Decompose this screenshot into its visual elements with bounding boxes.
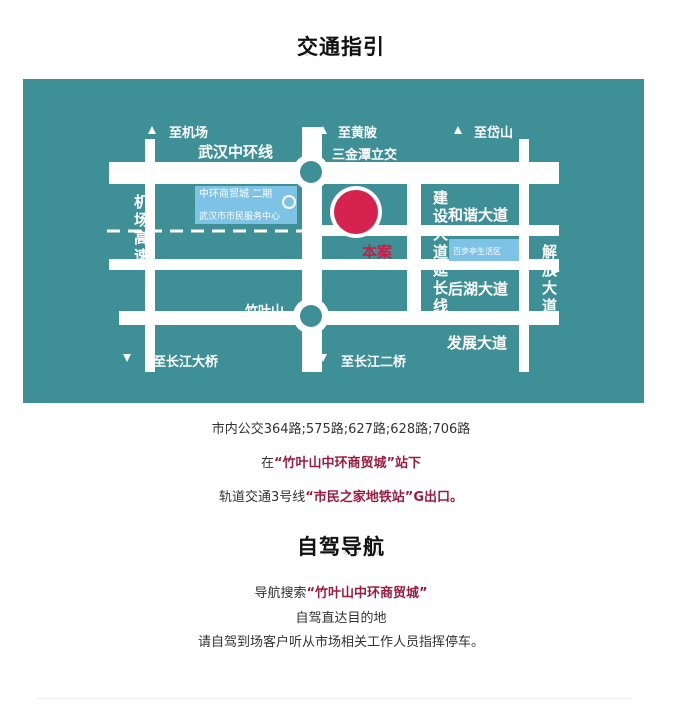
- label-jianshe: 延: [432, 261, 449, 279]
- label-to-airport: 至机场: [169, 125, 208, 141]
- label-airport-highway: 速: [134, 247, 149, 265]
- nav-search-line: 导航搜索“竹叶山中环商贸城”: [0, 582, 682, 601]
- label-to-bridge: 至长江大桥: [153, 354, 219, 370]
- metro-prefix: 轨道交通3号线: [218, 490, 306, 505]
- label-jiefang: 放: [541, 261, 558, 279]
- bus-stop-line: 在“竹叶山中环商贸城”站下: [0, 452, 682, 471]
- metro-station: “市民之家地铁站”G出口。: [305, 490, 464, 505]
- label-to-2nd: 至长江二桥: [341, 354, 407, 370]
- label-to-daishan: 至岱山: [474, 125, 513, 141]
- label-jiefang: 解: [542, 243, 557, 261]
- footer-divider: [38, 698, 632, 699]
- label-zhonghuan: 武汉中环线: [198, 143, 273, 161]
- label-jianshe: 建: [433, 189, 449, 207]
- mall-phase2-box: [195, 186, 297, 224]
- bus-lines: 市内公交364路;575路;627路;628路;706路: [211, 422, 471, 437]
- label-fazhan: 发展大道: [446, 334, 507, 352]
- road-mid: [109, 259, 559, 270]
- drive-direct-line: 自驾直达目的地: [295, 611, 387, 626]
- driving-title: 自驾导航: [297, 535, 385, 559]
- label-jianshe: 道: [433, 243, 448, 261]
- traffic-title-reflection: 交通指引: [0, 52, 682, 58]
- road-v1: [145, 139, 155, 372]
- arrow-down-2nd: [319, 354, 327, 362]
- label-houhu: 后湖大道: [448, 280, 508, 298]
- road-zhonghuan: [109, 162, 559, 184]
- label-mall-phase2: 中环商贸城 二期: [199, 187, 272, 200]
- nav-target: “竹叶山中环商贸城”: [306, 586, 428, 601]
- arrow-up-daishan: [454, 126, 462, 134]
- label-jiefang: 大: [542, 279, 557, 297]
- label-hexie: 和谐大道: [448, 206, 508, 224]
- label-sanjintan: 三金潭立交: [332, 147, 397, 163]
- label-jianshe: 线: [433, 297, 448, 315]
- label-citizen-center: 武汉市市民服务中心: [199, 210, 280, 222]
- label-airport-highway: 场: [134, 211, 149, 229]
- road-v4: [519, 139, 529, 372]
- traffic-map: 至机场 至黄陂 至岱山 武汉中环线 三金潭立交 和谐大道 后湖大道 发展大道 竹…: [23, 79, 644, 403]
- label-airport-highway: 高: [134, 229, 149, 247]
- label-zhuyeshan: 竹叶山: [244, 303, 284, 319]
- label-jianshe: 大: [433, 225, 448, 243]
- bus-stop-prefix: 在: [260, 456, 274, 471]
- label-jianshe: 设: [433, 207, 448, 225]
- label-jianshe: 长: [433, 279, 449, 297]
- label-airport-highway: 机: [134, 193, 149, 211]
- baibuting-box: [449, 239, 519, 261]
- traffic-title: 交通指引: [297, 35, 385, 59]
- arrow-down-bridge: [123, 354, 131, 362]
- road-hexie: [312, 225, 559, 236]
- road-jianshe: [407, 181, 421, 321]
- label-here: 本案: [362, 243, 393, 261]
- nav-prefix: 导航搜索: [254, 586, 307, 601]
- label-baibuting: 百步亭生活区: [453, 246, 501, 256]
- arrow-right-jiefang: [552, 267, 560, 275]
- label-jiefang: 道: [542, 297, 557, 315]
- bus-stop-name: “竹叶山中环商贸城”站下: [273, 456, 422, 471]
- label-to-huangpi: 至黄陂: [338, 125, 378, 141]
- driving-title-reflection: 自驾导航: [0, 551, 682, 557]
- arrow-up-huangpi: [319, 126, 327, 134]
- citizen-center-marker: [282, 195, 296, 209]
- parking-notice: 请自驾到场客户听从市场相关工作人员指挥停车。: [197, 635, 484, 650]
- arrow-up-airport: [148, 126, 156, 134]
- road-fazhan: [119, 311, 559, 325]
- metro-line: 轨道交通3号线“市民之家地铁站”G出口。: [0, 486, 682, 505]
